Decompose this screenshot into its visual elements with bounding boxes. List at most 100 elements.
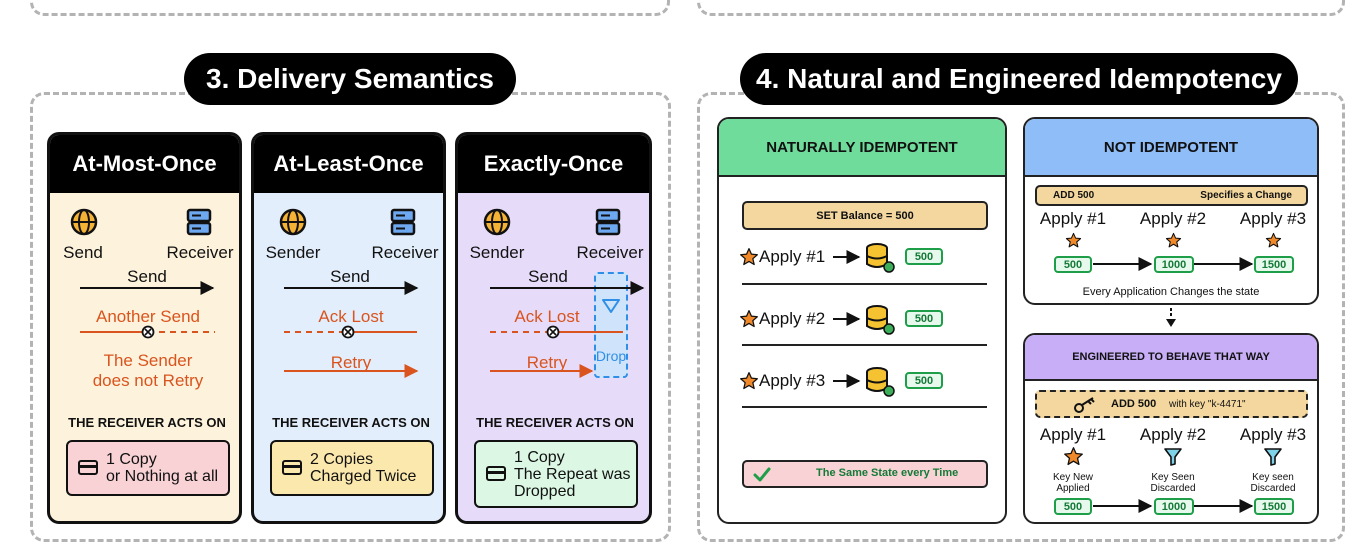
key-icon [1074,397,1095,413]
row-divider [742,406,987,408]
retry-arrow [284,364,419,378]
star-icon [1165,232,1182,248]
at-most-once-card: At-Most-Once Send Receiver Send Another … [47,132,242,524]
send-label: Send [330,267,370,286]
apply-arrow [833,312,861,326]
upper-section-frame-left [30,0,670,16]
idempotency-title: 4. Natural and Engineered Idempotency [740,53,1298,105]
star-icon [1265,232,1282,248]
result-line-1: 2 Copies [310,451,374,468]
value-badge: 500 [905,372,943,389]
receiver-label: Receiver [576,243,644,262]
globe-icon [483,208,511,236]
panel-header: NATURALLY IDEMPOTENT [719,119,1005,177]
row-divider [742,283,987,285]
set-balance-tag: SET Balance = 500 [742,201,988,230]
filter-icon [1264,448,1282,466]
engineered-panel: ENGINEERED TO BEHAVE THAT WAY ADD 500 wi… [1023,333,1319,524]
same-state-label: The Same State every Time [816,467,959,479]
apply-label: Apply #1 [1039,209,1107,228]
value-badge: 1000 [1154,498,1194,515]
globe-icon [70,208,98,236]
every-application-caption: Every Application Changes the state [1082,286,1260,298]
server-icon [390,208,416,236]
sender-label: Send [63,243,103,262]
tag-key-label: with key "k-4471" [1169,399,1246,410]
result-line-2: or Nothing at all [106,468,219,485]
receiver-acts-on-label: THE RECEIVER ACTS ON [272,415,430,430]
value-badge: 500 [905,310,943,327]
note-line-1: The Sender [103,351,193,370]
value-badge: 500 [1054,256,1092,273]
sender-label: Sender [469,243,525,262]
server-icon [595,208,621,236]
row-divider [742,344,987,346]
star-icon [740,248,758,266]
star-icon [740,372,758,390]
delivery-semantics-title: 3. Delivery Semantics [184,53,516,105]
ack-lost-line [490,325,623,339]
filter-icon [1164,448,1182,466]
check-icon [753,467,771,482]
filter-icon [602,299,620,313]
down-connector-arrow [1166,308,1176,327]
server-icon [186,208,212,236]
value-badge: 500 [905,248,943,265]
state-chain-arrows [1093,499,1254,513]
drop-label: Drop [595,348,627,364]
result-line-1: 1 Copy [514,448,565,466]
card-title: At-Most-Once [50,135,239,193]
send-arrow [490,281,645,295]
lost-message-line [80,325,215,339]
send-arrow [284,281,419,295]
apply-label: Apply #3 [1239,209,1307,228]
ack-lost-label: Ack Lost [318,307,384,326]
key-note-line-1: Key New [1052,472,1094,483]
receiver-acts-on-label: THE RECEIVER ACTS ON [68,415,226,430]
key-note-line-2: Applied [1056,483,1090,494]
result-line-2: Charged Twice [310,468,417,485]
database-icon [866,243,895,273]
apply-label: Apply #3 [1239,425,1307,444]
database-icon [866,305,895,335]
result-line-2: The Repeat was [514,465,631,483]
ack-lost-line [284,325,417,339]
at-least-once-card: At-Least-Once Sender Receiver Send Ack L… [251,132,446,524]
apply-label: Apply #3 [759,371,826,390]
result-box: 1 Copy or Nothing at all [66,440,230,496]
database-icon [866,367,895,397]
tag-right-label: Specifies a Change [1200,190,1292,201]
apply-label: Apply #1 [759,247,826,266]
star-icon [1064,447,1083,466]
receiver-label: Receiver [371,243,439,262]
value-badge: 1500 [1254,256,1294,273]
receiver-acts-on-label: THE RECEIVER ACTS ON [476,415,634,430]
key-note-line-2: Discarded [1250,483,1296,494]
apply-label: Apply #2 [1139,425,1207,444]
ack-lost-label: Ack Lost [514,307,580,326]
tag-left-label: ADD 500 [1053,190,1095,201]
retry-label: Retry [330,353,372,372]
naturally-idempotent-panel: NATURALLY IDEMPOTENT SET Balance = 500 A… [717,117,1007,524]
card-title: Exactly-Once [458,135,649,193]
send-label: Send [528,267,568,286]
credit-card-icon [486,466,506,481]
retry-label: Retry [526,353,568,372]
panel-header: NOT IDEMPOTENT [1025,119,1317,177]
receiver-label: Receiver [166,243,234,262]
value-badge: 1000 [1154,256,1194,273]
result-line-1: 1 Copy [106,451,157,468]
retry-arrow [490,364,594,378]
send-label: Send [127,267,167,286]
not-idempotent-panel: NOT IDEMPOTENT ADD 500 Specifies a Chang… [1023,117,1319,305]
apply-label: Apply #1 [1039,425,1107,444]
exactly-once-card: Exactly-Once Sender Receiver Drop Send A… [455,132,652,524]
star-icon [1065,232,1082,248]
state-chain-arrows [1093,257,1254,271]
value-badge: 1500 [1254,498,1294,515]
star-icon [740,310,758,328]
result-line-3: Dropped [514,482,576,500]
apply-arrow [833,250,861,264]
tag-main-label: ADD 500 [1111,398,1157,410]
add-500-key-tag: ADD 500 with key "k-4471" [1035,390,1308,418]
